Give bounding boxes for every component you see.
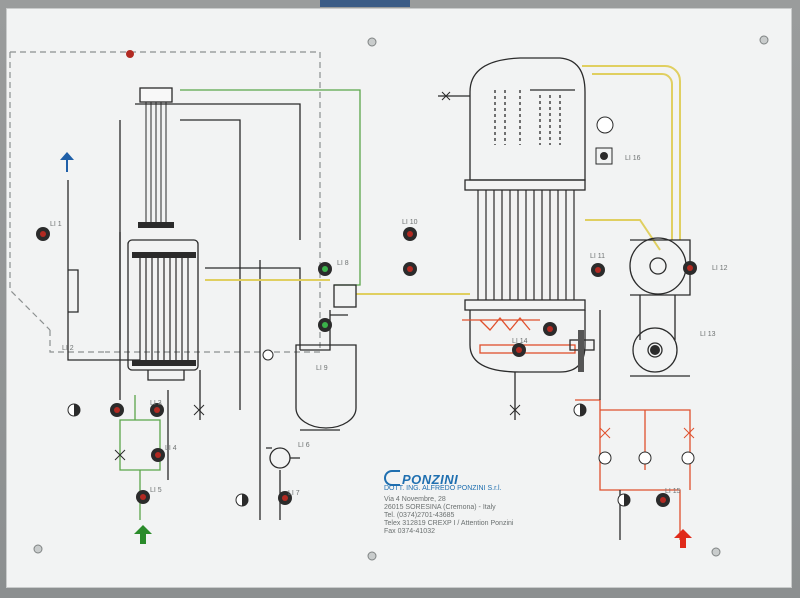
tag-label: LI 14: [512, 338, 528, 345]
heat-exchanger-main: [127, 239, 199, 381]
tag-label: LI 6: [298, 442, 310, 449]
tag-label: LI 2: [62, 345, 74, 352]
screw: [367, 551, 377, 561]
heater-coil: [462, 316, 576, 354]
tag-label: LI 15: [665, 488, 681, 495]
screw: [367, 37, 377, 47]
address-line: Tel. (0374)2701-43685: [384, 512, 455, 519]
address-line: Telex 312819 CREXP I / Attention Ponzini: [384, 520, 514, 527]
inlet-arrow-icon: [674, 529, 692, 548]
screw: [759, 35, 769, 45]
frame-tab: [320, 0, 410, 7]
control-panel: [6, 8, 792, 588]
address-line: 26015 SORESINA (Cremona) - Italy: [384, 504, 496, 511]
tag-label: LI 3: [150, 400, 162, 407]
pump: [266, 447, 300, 469]
indicator-lamps: [36, 50, 697, 507]
valves: [114, 91, 521, 461]
logo-mark-icon: [384, 470, 400, 486]
screw: [711, 547, 721, 557]
tag-label: LI 12: [712, 265, 728, 272]
tag-label: LI 13: [700, 331, 716, 338]
inlet-arrow-icon: [134, 525, 152, 544]
screw: [33, 544, 43, 554]
tag-label: LI 9: [316, 365, 328, 372]
tag-label: LI 10: [402, 219, 418, 226]
separator-tank: [295, 284, 357, 429]
address-line: Fax 0374-41032: [384, 528, 435, 535]
tag-label: LI 5: [150, 487, 162, 494]
plus-lamps: [596, 116, 695, 465]
brand-logo: PONZINI: [384, 470, 458, 487]
vacuum-blower: [629, 237, 691, 377]
company-name: DOTT. ING. ALFREDO PONZINI S.r.l.: [384, 485, 502, 492]
tag-label: LI 11: [590, 253, 605, 260]
outlet-arrow-icon: [60, 152, 74, 172]
address-line: Via 4 Novembre, 28: [384, 496, 446, 503]
dashed-boundary: [9, 51, 321, 353]
tag-label: LI 7: [288, 490, 300, 497]
heat-exchanger-top: [138, 87, 174, 228]
tag-label: LI 16: [625, 155, 641, 162]
tag-label: LI 4: [165, 445, 177, 452]
evaporator-vessel: [438, 57, 586, 373]
selector-switches: [67, 349, 631, 507]
tag-label: LI 1: [50, 221, 62, 228]
tag-label: LI 8: [337, 260, 349, 267]
